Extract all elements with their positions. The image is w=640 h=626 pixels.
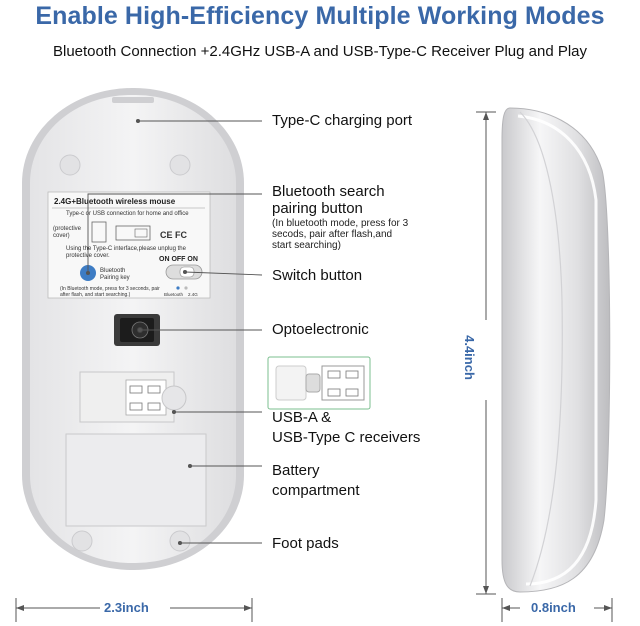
callout-battery-1: Battery (272, 462, 320, 479)
battery-compartment (65, 433, 207, 527)
callout-bt-search-2: pairing button (272, 200, 363, 217)
dim-depth: 0.8inch (531, 600, 576, 615)
sticker-line2: Using the Type-C interface,please unplug… (66, 246, 186, 259)
foot-pad-top-left (59, 154, 81, 176)
callout-foot-pads: Foot pads (272, 535, 339, 552)
sticker-protective-cover: (protective cover) (53, 226, 82, 239)
sticker-bluetooth: Bluetooth (164, 292, 184, 297)
foot-pad-bottom-left (71, 530, 93, 552)
page-title: Enable High-Efficiency Multiple Working … (35, 2, 605, 30)
page-subtitle: Bluetooth Connection +2.4GHz USB-A and U… (52, 43, 588, 60)
callout-bt-note-1: (In bluetooth mode, press for 3 (272, 218, 409, 229)
foot-pad-top-right (169, 154, 191, 176)
callout-typec-port: Type-C charging port (272, 112, 413, 129)
typec-receiver (275, 365, 307, 401)
callout-battery-2: compartment (272, 482, 360, 499)
typec-port (112, 97, 154, 103)
sticker-on-off: ON OFF ON (159, 256, 198, 263)
mouse-side-view (501, 107, 611, 593)
leader-bt (87, 193, 262, 273)
sticker-certs: CE FC (160, 230, 187, 240)
sticker-note: (In Bluetooth mode, press for 3 seconds,… (60, 286, 160, 298)
callout-bt-note-2: secods, pair after flash,and (272, 229, 393, 240)
callout-switch: Switch button (272, 267, 363, 284)
usb-a-receiver-inset (321, 365, 365, 401)
sticker-2g4: 2.4G (188, 292, 198, 297)
callout-opto: Optoelectronic (272, 321, 369, 338)
dim-width: 2.3inch (104, 600, 149, 615)
callout-bt-search-1: Bluetooth search (272, 183, 385, 200)
label-sticker (47, 191, 211, 299)
callout-usb-2: USB-Type C receivers (272, 429, 421, 446)
leader-switch (184, 271, 263, 276)
sticker-title: 2.4G+Bluetooth wireless mouse (54, 197, 176, 206)
callout-bt-note-3: start searching) (272, 240, 341, 251)
dim-height: 4.4inch (461, 335, 477, 380)
sticker-pairing-key: Bluetooth Pairing key (100, 268, 130, 281)
callout-usb-1: USB-A & (272, 409, 332, 426)
usb-plug-icon (115, 225, 151, 241)
sticker-line1: Type-c or USB connection for home and of… (66, 211, 189, 217)
cover-icon (91, 221, 107, 243)
